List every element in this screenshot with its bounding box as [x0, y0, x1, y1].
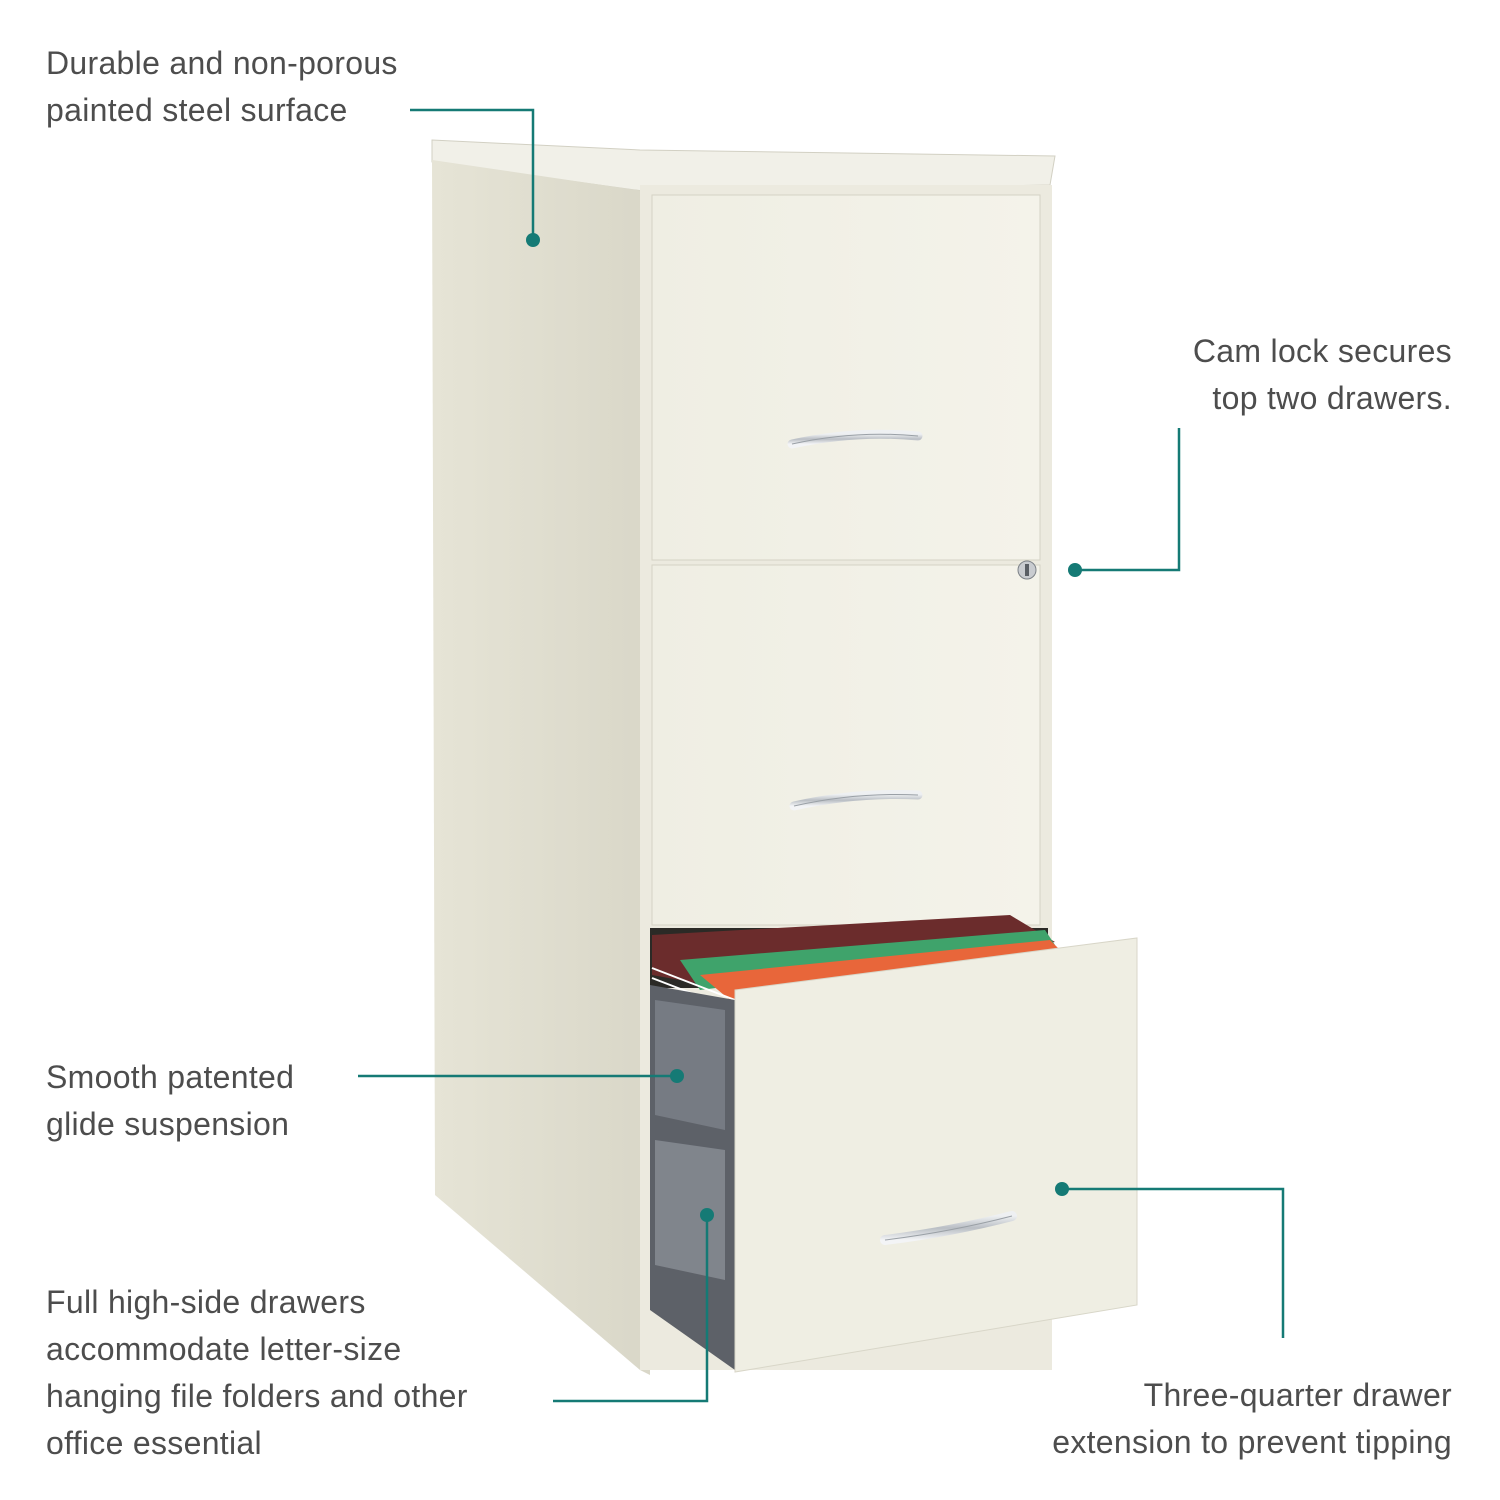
cabinet-side [432, 160, 650, 1375]
bottom-drawer-open [734, 937, 1138, 1373]
callout-dot-extension [1055, 1182, 1069, 1196]
callout-text: Full high-side drawers [46, 1284, 366, 1320]
callout-text: office essential [46, 1425, 262, 1461]
top-drawer [651, 194, 1041, 561]
callout-surface: Durable and non-porous painted steel sur… [46, 40, 398, 134]
callout-line-lock [1075, 428, 1181, 572]
callout-text: Smooth patented [46, 1059, 295, 1095]
callout-text: accommodate letter-size [46, 1331, 402, 1367]
callout-text: glide suspension [46, 1106, 290, 1142]
callout-line-surface [410, 108, 535, 240]
cam-lock-icon [1017, 560, 1037, 580]
callout-text: painted steel surface [46, 92, 348, 128]
callout-extension: Three-quarter drawer extension to preven… [1052, 1372, 1452, 1466]
callout-lock: Cam lock secures top two drawers. [1193, 328, 1452, 422]
callout-dot-drawers [700, 1208, 714, 1222]
callout-drawers: Full high-side drawers accommodate lette… [46, 1279, 468, 1467]
callout-glide: Smooth patented glide suspension [46, 1054, 294, 1148]
callout-text: extension to prevent tipping [1052, 1424, 1452, 1460]
callout-text: Three-quarter drawer [1143, 1377, 1452, 1413]
callout-dot-lock [1068, 563, 1082, 577]
callout-text: Durable and non-porous [46, 45, 398, 81]
callout-line-extension [1062, 1187, 1285, 1338]
callout-dot-surface [526, 233, 540, 247]
middle-drawer [651, 564, 1041, 926]
callout-text: Cam lock secures [1192, 333, 1452, 369]
callout-dot-glide [670, 1069, 684, 1083]
callout-text: hanging file folders and other [46, 1378, 468, 1414]
callout-line-drawers [553, 1215, 709, 1403]
callout-text: top two drawers. [1212, 380, 1452, 416]
